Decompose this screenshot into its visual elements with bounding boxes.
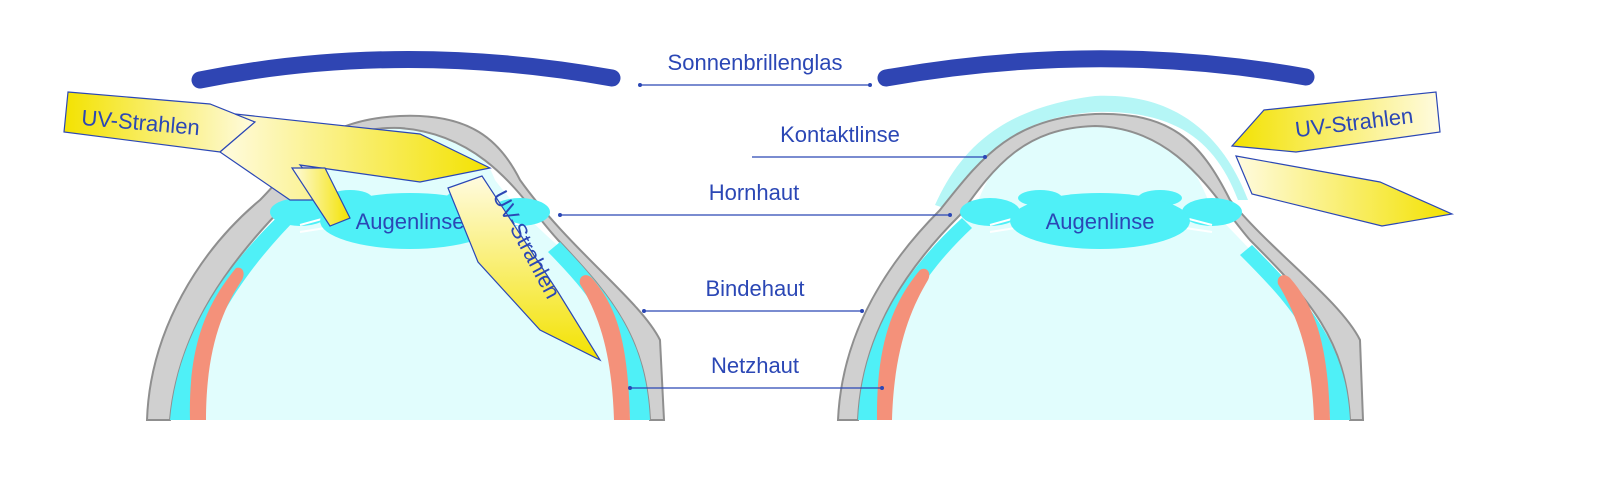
leader-conjunctiva [642, 309, 864, 313]
eye-right-retina [876, 268, 930, 420]
label-retina: Netzhaut [711, 353, 799, 378]
lens-left-label: Augenlinse [356, 209, 465, 234]
eye-left-conjunctiva [170, 205, 300, 420]
eye-left-lens [320, 193, 500, 249]
leader-retina [628, 386, 884, 390]
sunglass-lens-left [191, 50, 621, 89]
lens-right-label: Augenlinse [1046, 209, 1155, 234]
eye-right [836, 95, 1365, 421]
leader-cornea [558, 213, 952, 217]
leader-sunglass [638, 83, 872, 87]
sunglass-lens-right [877, 50, 1315, 87]
label-cornea: Hornhaut [709, 180, 800, 205]
uv-arrow-left-diag [447, 175, 602, 362]
eye-left [145, 114, 666, 421]
leader-contact-lens [752, 155, 987, 159]
uv-arrow-right [1230, 91, 1455, 227]
label-contact-lens: Kontaktlinse [780, 122, 900, 147]
eye-left-retina [189, 267, 244, 420]
contact-lens [935, 95, 1248, 210]
label-sunglass: Sonnenbrillenglas [668, 50, 843, 75]
eye-left-fluid [175, 125, 650, 420]
uv-arrow-left-top [63, 91, 492, 227]
eye-right-lens [1010, 193, 1190, 249]
label-conjunctiva: Bindehaut [705, 276, 804, 301]
